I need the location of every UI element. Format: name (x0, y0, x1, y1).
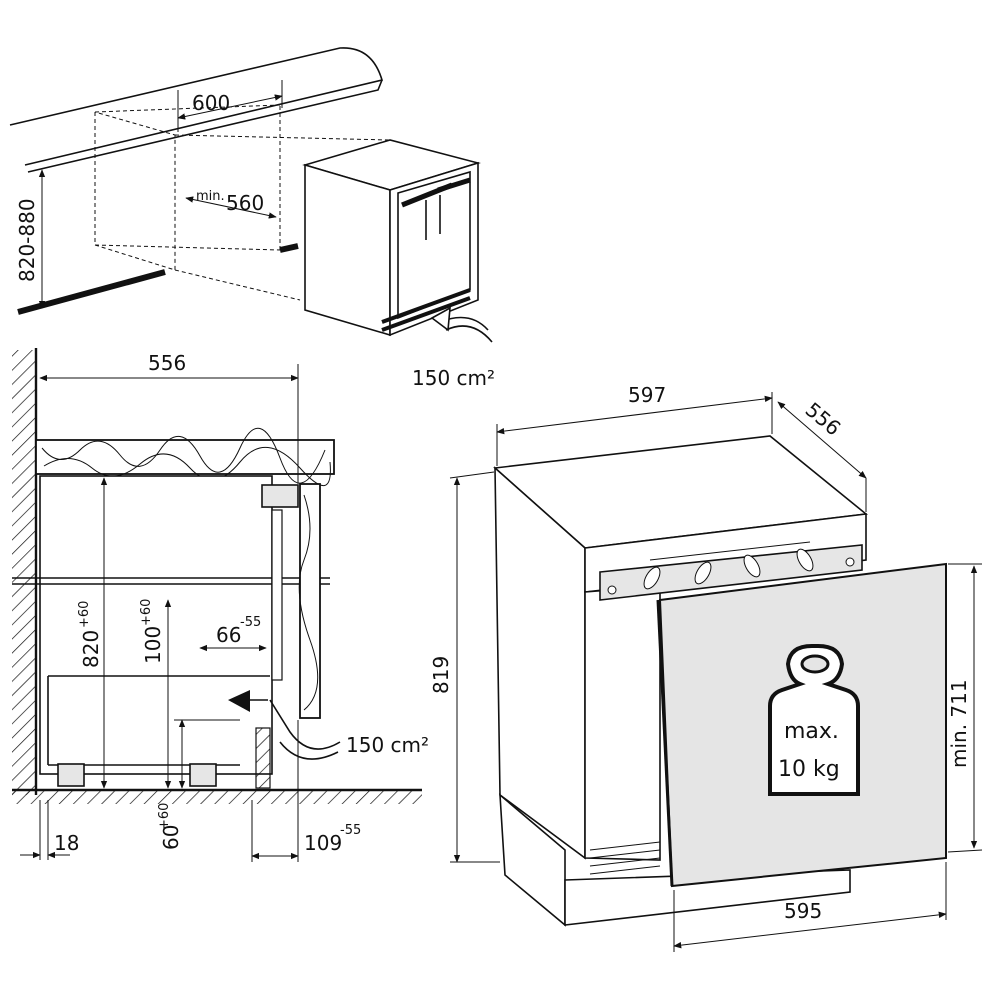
side-height-tolerance: +60 (77, 601, 92, 628)
door-fixing-rail (599, 544, 863, 601)
niche-perspective: 600 min. 560 820-880 (9, 47, 391, 315)
front-width-label: 597 (628, 383, 666, 407)
plinth-height-label: 60 (159, 825, 183, 850)
niche-height-label: 820-880 (15, 198, 39, 282)
front-perspective: max. 10 kg 597 556 819 595 min. 711 (429, 383, 983, 952)
side-depth-label: 556 (148, 351, 186, 375)
weight-line1: max. (784, 719, 839, 744)
wall-hatch (12, 350, 36, 795)
foot-icon (57, 763, 85, 787)
floor-hatch (12, 790, 422, 804)
niche-min-prefix: min. (196, 189, 225, 204)
side-airflow-arrow-icon (228, 690, 250, 712)
appliance-perspective: 150 cm² (302, 139, 495, 390)
plinth-height-tolerance: +60 (157, 803, 172, 830)
airflow-arrow-icon (430, 306, 451, 332)
top-vent-label: 150 cm² (412, 366, 495, 390)
foot-icon (189, 763, 217, 787)
niche-min-width-label: 560 (226, 191, 264, 215)
base-height-tolerance: +60 (139, 599, 154, 626)
foot-offset-label: 18 (54, 831, 79, 855)
door-width-label: 595 (784, 899, 822, 923)
offset-label: 66 (216, 623, 241, 647)
plinth-strip (17, 269, 166, 315)
weight-icon: max. 10 kg (768, 644, 860, 796)
plinth-depth-label: 109 (304, 831, 342, 855)
plinth-depth-tolerance: -55 (340, 823, 361, 838)
worktop-outline (9, 47, 384, 166)
offset-tolerance: -55 (240, 615, 261, 630)
side-height-label: 820 (79, 630, 103, 668)
niche-width-label: 600 (192, 91, 230, 115)
door-min-height-label: min. 711 (947, 679, 971, 768)
weight-line2: 10 kg (778, 757, 840, 782)
front-height-label: 819 (429, 656, 453, 694)
front-depth-label: 556 (801, 397, 846, 440)
vent-grille (589, 841, 661, 875)
side-section: 150 cm² 556 820 +60 100 +60 66 -55 18 (12, 348, 429, 862)
base-height-label: 100 (141, 626, 165, 664)
appliance-side (39, 475, 273, 775)
side-vent-label: 150 cm² (346, 733, 429, 757)
plinth-section (255, 727, 271, 789)
